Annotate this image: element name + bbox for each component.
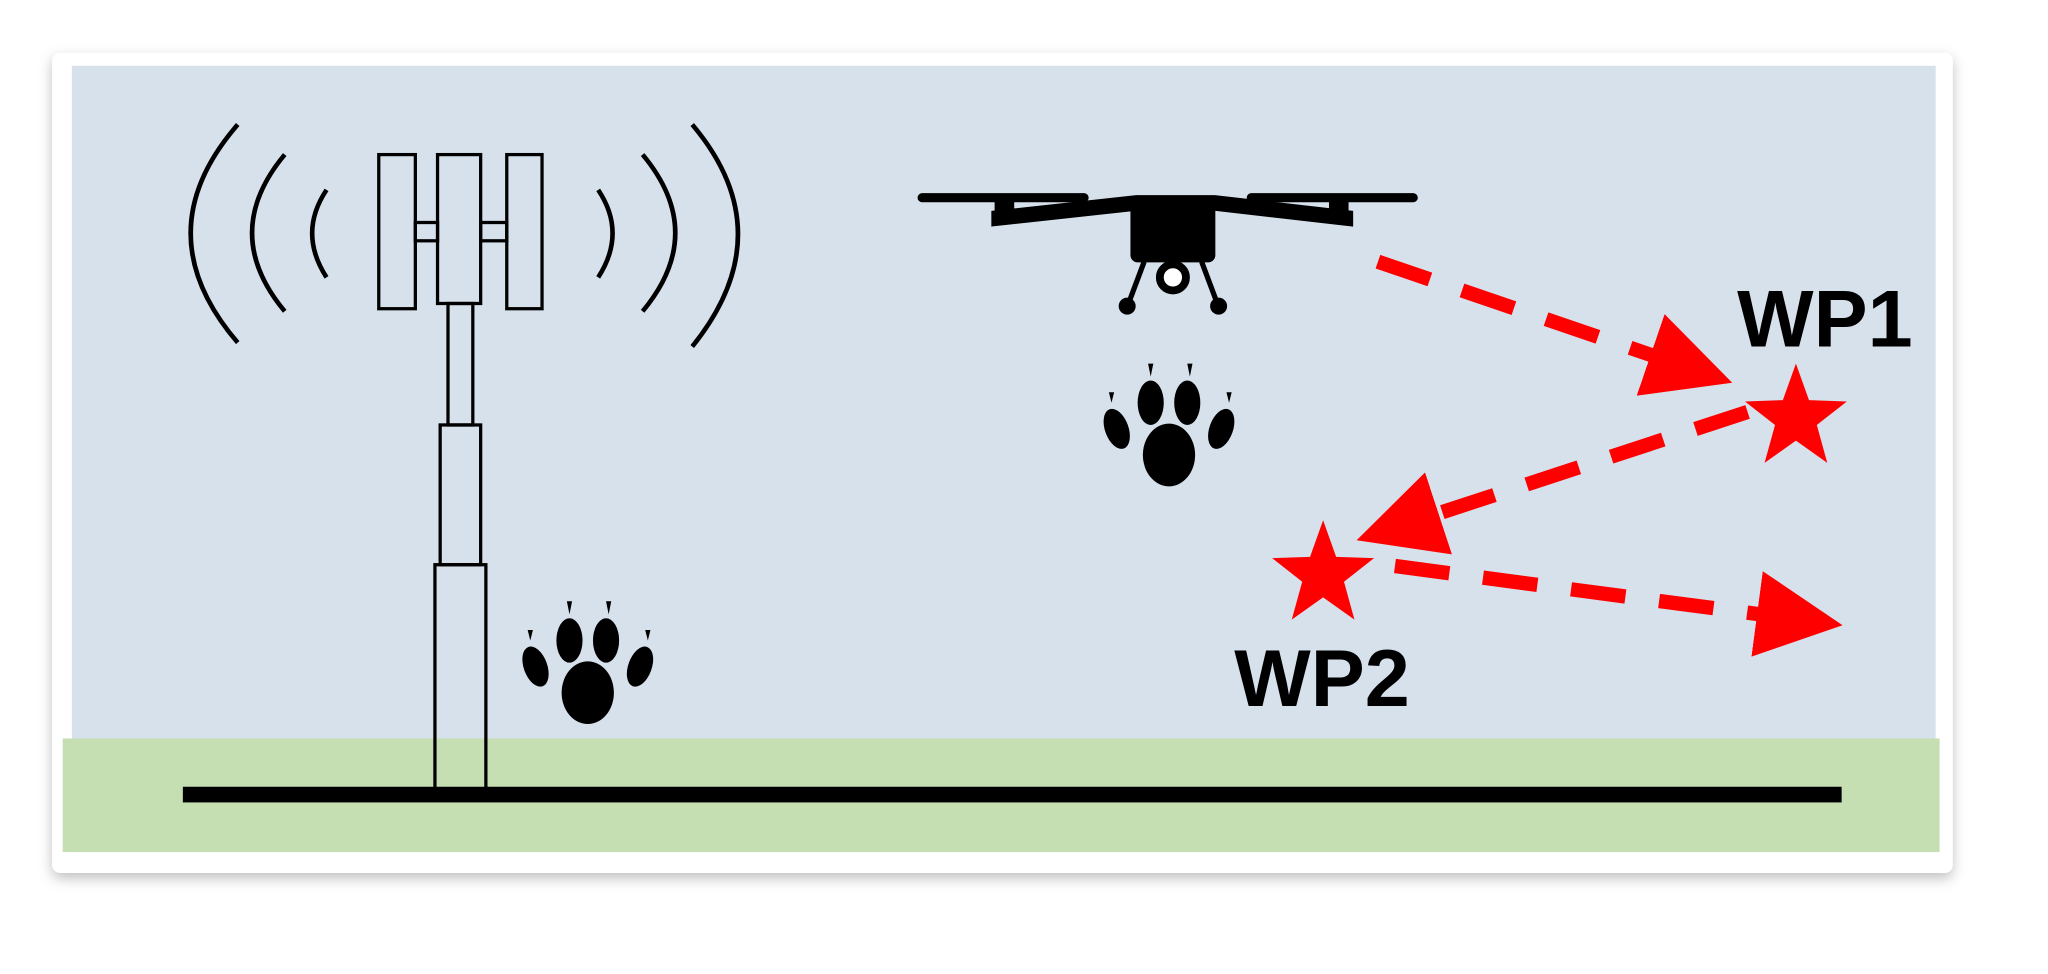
flight-path xyxy=(1356,254,1843,657)
scene-frame xyxy=(52,52,1953,873)
cell-tower-icon xyxy=(188,123,741,791)
waypoint-label: WP1 xyxy=(1737,275,1912,365)
arrow-icon xyxy=(1375,254,1733,396)
star-icon xyxy=(1272,520,1375,620)
star-icon xyxy=(1744,363,1847,463)
sky-area xyxy=(71,65,1936,853)
arrow-icon xyxy=(1356,405,1750,555)
waypoint-wp2: WP2 xyxy=(1234,520,1410,724)
ground-line xyxy=(182,786,1842,803)
waypoint-label: WP2 xyxy=(1234,634,1409,724)
drone-icon xyxy=(917,193,1418,315)
signal-waves-icon xyxy=(188,123,741,349)
waypoint-wp1: WP1 xyxy=(1737,275,1913,463)
arrow-icon xyxy=(1393,558,1843,657)
